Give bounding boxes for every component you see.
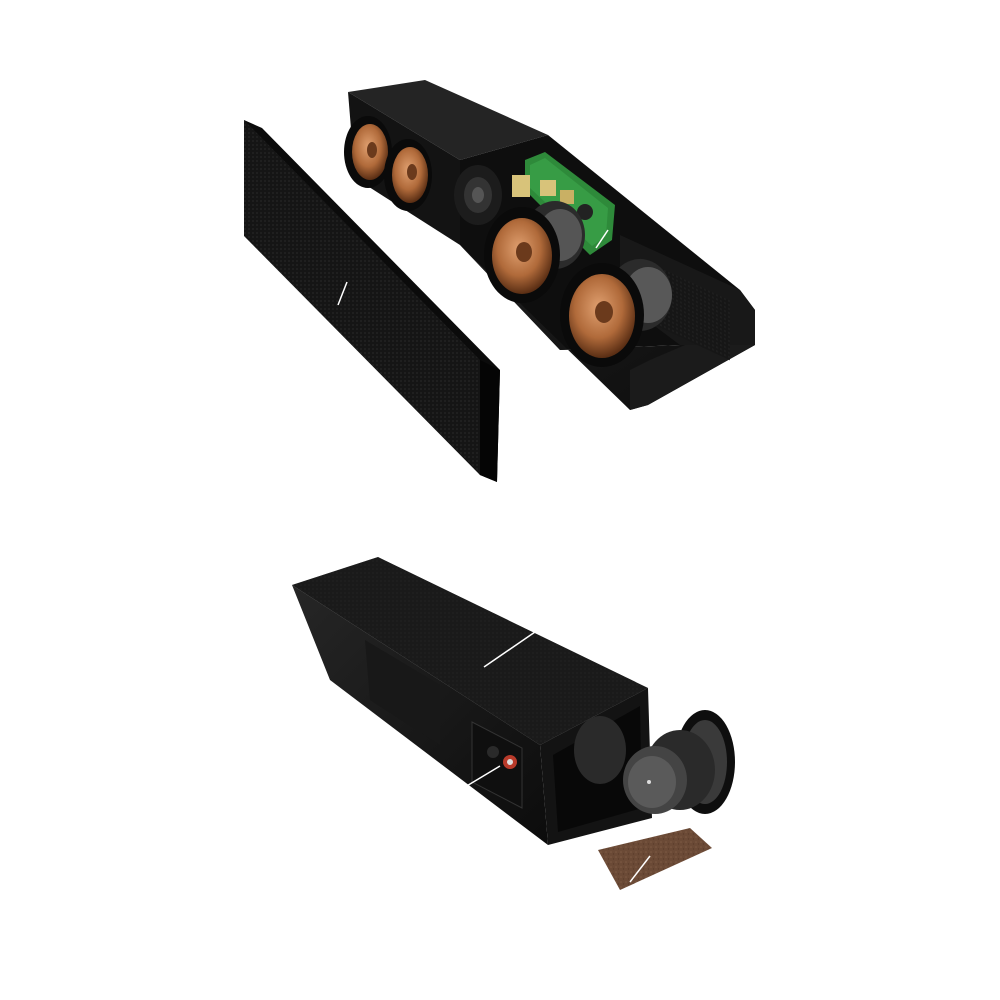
center-channel-cabinet-rear xyxy=(292,557,652,845)
callout-lines-top xyxy=(337,229,609,306)
tweeter-horn xyxy=(454,165,502,225)
speaker-grille xyxy=(244,120,500,482)
binding-post-terminal xyxy=(471,721,523,809)
crossover-circuit-board xyxy=(512,152,615,255)
woofer-driver-2 xyxy=(560,259,672,367)
damping-pad xyxy=(598,828,712,890)
front-woofer-2 xyxy=(384,139,432,211)
callout-lines-bottom xyxy=(459,631,651,883)
woofer-driver-removed xyxy=(623,710,735,814)
front-woofer-1 xyxy=(344,116,392,188)
woofer-driver-1 xyxy=(484,201,585,303)
